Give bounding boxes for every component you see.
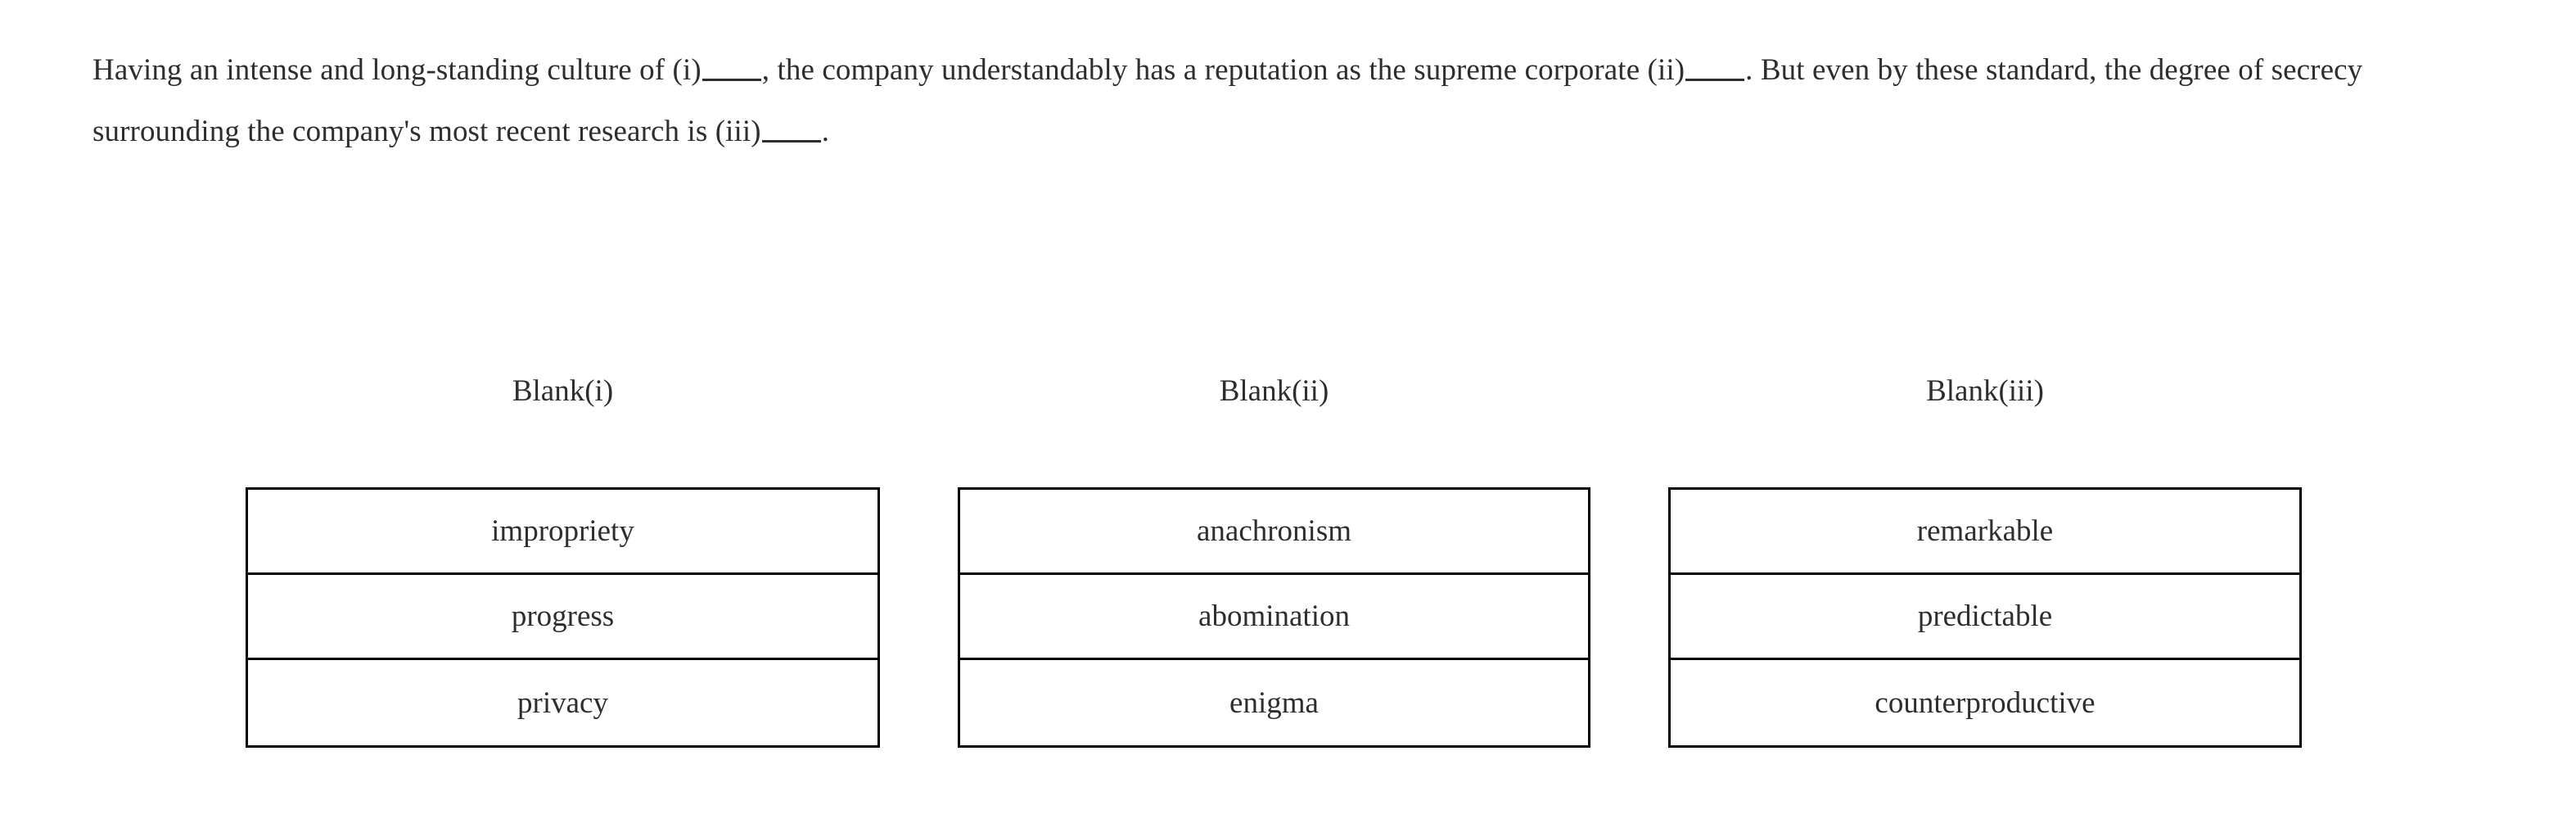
options-box-blank-iii: remarkable predictable counterproductive bbox=[1668, 487, 2302, 748]
prompt-segment-1: Having an intense and long-standing cult… bbox=[92, 53, 702, 87]
option-blank-ii-1[interactable]: anachronism bbox=[960, 490, 1588, 575]
prompt-segment-2: , the company understandably has a reput… bbox=[761, 53, 1685, 87]
option-blank-i-3[interactable]: privacy bbox=[248, 660, 877, 745]
blank-i-underline bbox=[702, 55, 761, 81]
column-header-blank-iii: Blank(iii) bbox=[1926, 374, 2044, 408]
options-box-blank-ii: anachronism abomination enigma bbox=[958, 487, 1590, 748]
answer-column-blank-iii: Blank(iii) remarkable predictable counte… bbox=[1668, 376, 2302, 748]
answer-column-blank-ii: Blank(ii) anachronism abomination enigma bbox=[958, 376, 1590, 748]
options-box-blank-i: impropriety progress privacy bbox=[246, 487, 880, 748]
option-blank-i-1[interactable]: impropriety bbox=[248, 490, 877, 575]
blank-ii-underline bbox=[1685, 55, 1745, 81]
option-blank-ii-3[interactable]: enigma bbox=[960, 660, 1588, 745]
blank-iii-underline bbox=[761, 116, 821, 143]
column-header-blank-ii: Blank(ii) bbox=[1219, 374, 1329, 408]
prompt-segment-4: . bbox=[821, 115, 830, 148]
option-blank-i-2[interactable]: progress bbox=[248, 575, 877, 660]
option-blank-ii-2[interactable]: abomination bbox=[960, 575, 1588, 660]
prompt-segment-3: . But even by these standard, the degree… bbox=[92, 53, 2363, 148]
answer-column-blank-i: Blank(i) impropriety progress privacy bbox=[246, 376, 880, 748]
option-blank-iii-2[interactable]: predictable bbox=[1671, 575, 2299, 660]
option-blank-iii-1[interactable]: remarkable bbox=[1671, 490, 2299, 575]
column-header-blank-i: Blank(i) bbox=[512, 374, 614, 408]
question-prompt: Having an intense and long-standing cult… bbox=[92, 39, 2401, 162]
option-blank-iii-3[interactable]: counterproductive bbox=[1671, 660, 2299, 745]
